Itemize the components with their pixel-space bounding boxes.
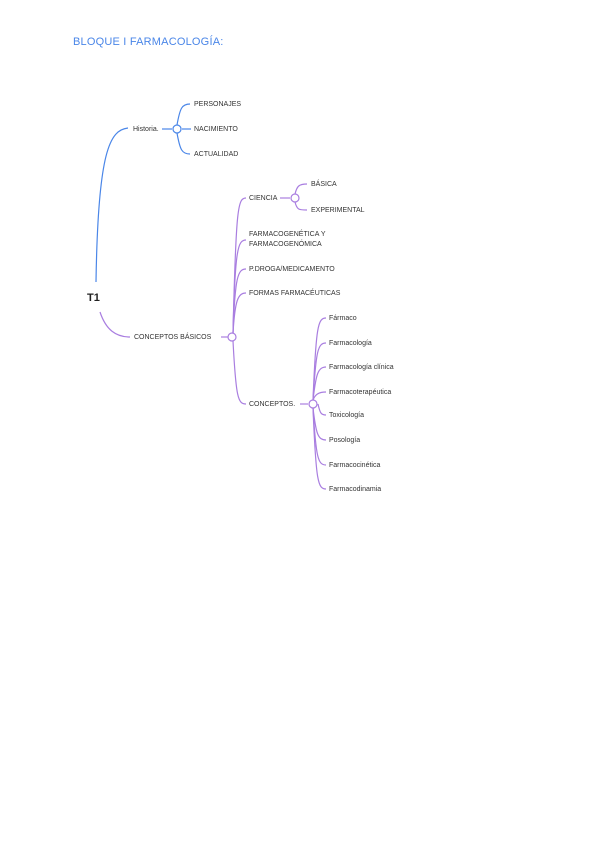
connector-farmacodinamia — [312, 407, 327, 490]
historia-item-nacimiento: NACIMIENTO — [194, 126, 238, 133]
concepto-item-farmacoterapeutica: Farmacoterapéutica — [329, 389, 391, 396]
ciencia-item-basica: BÁSICA — [311, 179, 337, 188]
historia-item-personajes: PERSONAJES — [194, 101, 241, 108]
connector-personajes — [176, 103, 191, 126]
concepto-item-toxicologia: Toxicología — [329, 412, 364, 419]
connector-basica — [294, 183, 308, 195]
connector-cb-conceptos — [232, 340, 247, 405]
conceptos-basicos-expand-node — [227, 332, 237, 342]
connector-experimental — [294, 201, 308, 211]
conceptos-label: CONCEPTOS. — [249, 401, 295, 408]
concepto-item-farmacologia: Farmacología — [329, 340, 372, 347]
farmacogenetica-line2: FARMACOGENÓMICA — [249, 239, 322, 248]
concepto-item-farmaco: Fármaco — [329, 315, 357, 322]
ciencia-label: CIENCIA — [249, 195, 278, 202]
page-title: BLOQUE I FARMACOLOGÍA: — [73, 36, 224, 48]
historia-expand-node — [172, 124, 182, 134]
concepto-item-farmacodinamia: Farmacodinamia — [329, 486, 381, 493]
historia-item-actualidad: ACTUALIDAD — [194, 151, 238, 158]
concepto-item-farmacologia-clinica: Farmacología clínica — [329, 364, 394, 371]
conceptos-expand-node — [308, 399, 318, 409]
connector-farmacologia — [312, 342, 327, 401]
farmacogenetica-line1: FARMACOGENÉTICA Y — [249, 229, 326, 238]
connector-actualidad — [176, 132, 191, 155]
concepto-item-posologia: Posología — [329, 437, 360, 444]
connector-farmacoterapeutica — [312, 391, 327, 401]
ciencia-item-experimental: EXPERIMENTAL — [311, 207, 365, 214]
connector-farmacologia-clinica — [312, 366, 327, 401]
concepto-item-farmacocinetica: Farmacocinética — [329, 462, 380, 469]
connector-toxicologia — [317, 403, 327, 416]
formas-label: FORMAS FARMACÉUTICAS — [249, 288, 341, 297]
historia-label: Historia. — [133, 126, 159, 133]
conceptos-basicos-branch — [99, 183, 327, 490]
connector-root-historia — [95, 127, 129, 283]
ciencia-expand-node — [290, 193, 300, 203]
conceptos-basicos-label: CONCEPTOS BÁSICOS — [134, 332, 212, 341]
root-node: T1 — [87, 292, 100, 304]
connector-root-conceptos-basicos — [99, 311, 131, 338]
historia-branch — [95, 103, 191, 283]
pdroga-label: P.DROGA/MEDICAMENTO — [249, 266, 335, 273]
connector-cb-formas — [232, 292, 247, 334]
